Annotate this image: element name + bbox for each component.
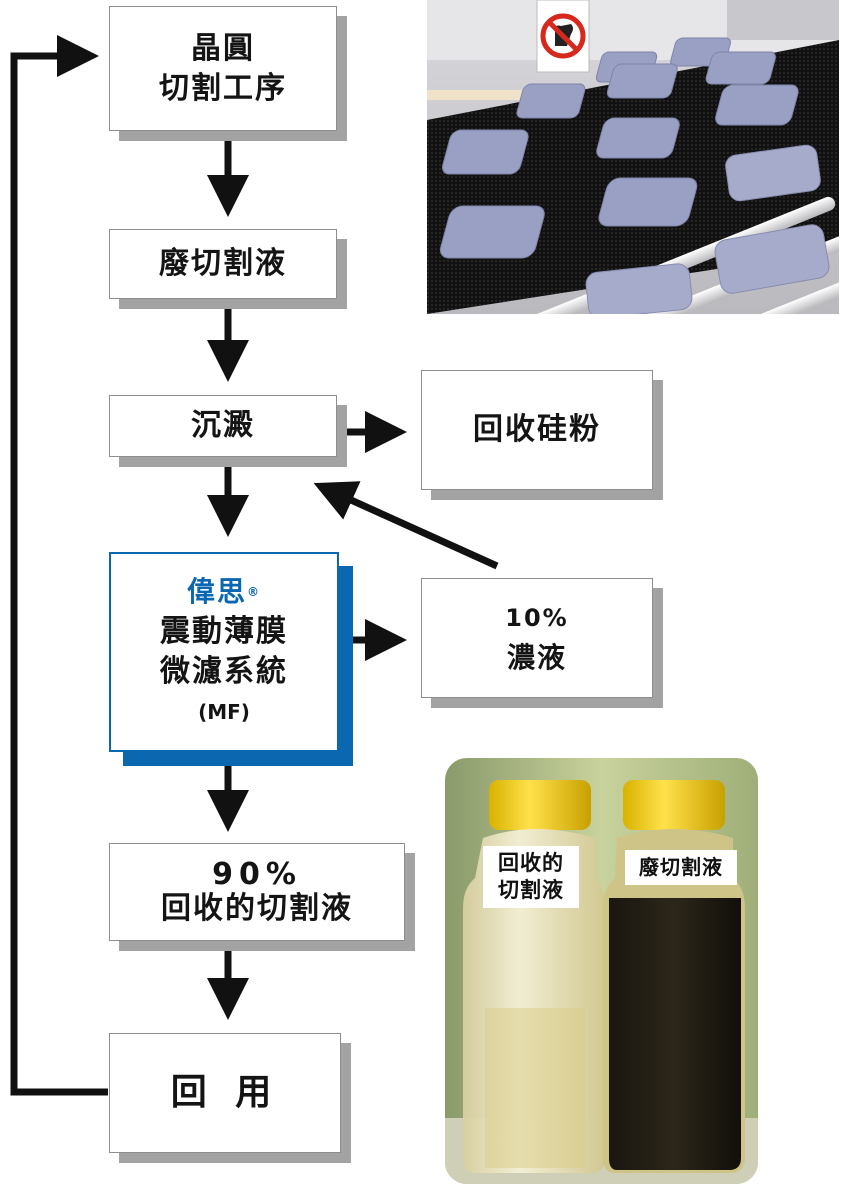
concentrate-percent: 10% <box>505 604 569 632</box>
bottle-label-recovered: 回收的 切割液 <box>483 846 579 908</box>
concentrate-label: 濃液 <box>506 641 567 674</box>
box-waste-cutting-fluid: 廢切割液 <box>109 229 337 299</box>
box-wafer-cutting: 晶圓 切割工序 <box>109 6 337 131</box>
arrow-reuse-loop <box>10 35 108 1096</box>
reuse-label: 回 用 <box>170 1072 280 1113</box>
box-sedimentation: 沉澱 <box>109 395 337 457</box>
bottle-label-waste: 廢切割液 <box>625 850 737 885</box>
bottles-image <box>445 758 758 1184</box>
box-recover-silicon: 回收硅粉 <box>421 370 653 490</box>
bottle-label-waste-text: 廢切割液 <box>639 855 723 879</box>
recovered-percent: 90% <box>212 857 302 892</box>
box-recovered-fluid: 90% 回收的切割液 <box>109 843 405 941</box>
mf-line-1: 震動薄膜 <box>160 614 288 649</box>
wafer-cutting-line-1: 晶圓 <box>191 30 255 66</box>
registered-mark: ® <box>247 585 261 599</box>
clear-bottle <box>463 780 605 1173</box>
wafer-conveyor-photo <box>427 0 839 314</box>
mf-abbr: (MF) <box>198 700 250 724</box>
bottle-label-recovered-line-2: 切割液 <box>498 878 564 902</box>
bottles-photo: 回收的 切割液 廢切割液 <box>445 758 758 1184</box>
box-reuse: 回 用 <box>109 1033 341 1153</box>
box-mf-system: 偉思® 震動薄膜 微濾系統 (MF) <box>109 552 339 752</box>
box-concentrate: 10% 濃液 <box>421 578 653 698</box>
wafer-conveyor-image <box>427 0 839 314</box>
sedimentation-label: 沉澱 <box>191 408 255 443</box>
arrow-concentrate-to-sediment <box>313 481 499 570</box>
waste-cutting-fluid-label: 廢切割液 <box>159 246 287 281</box>
bottle-label-recovered-line-1: 回收的 <box>498 851 564 875</box>
wafer-cutting-line-2: 切割工序 <box>159 70 287 106</box>
dark-bottle <box>603 780 745 1173</box>
no-touch-sign-icon <box>536 0 590 73</box>
recover-silicon-label: 回收硅粉 <box>473 412 601 447</box>
mf-brand: 偉思® <box>186 575 261 608</box>
recovered-label: 回收的切割液 <box>161 891 353 926</box>
mf-line-2: 微濾系統 <box>160 654 288 689</box>
